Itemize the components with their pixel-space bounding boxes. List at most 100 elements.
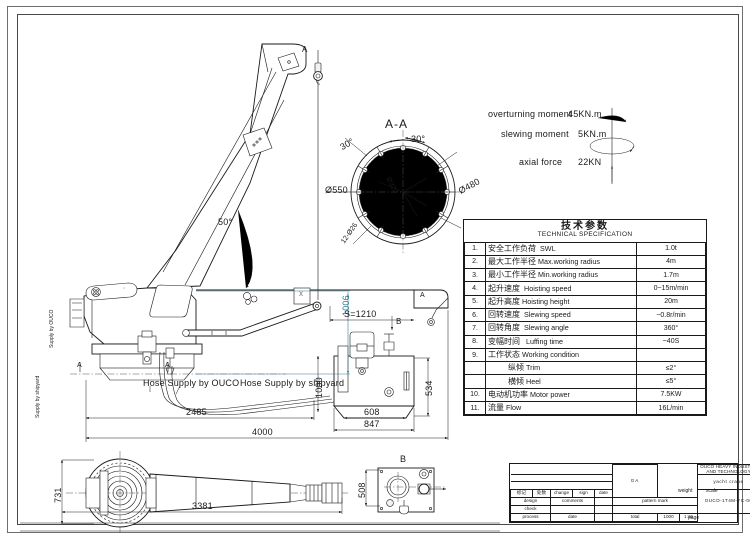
spec-val: 1.0t [636,241,706,256]
drawing-code: OUCO-1T4M-YC-00 [697,488,750,514]
spec-cn: 纵倾 [508,363,524,373]
dim-boom-angle: 50° [218,217,233,227]
spec-val: 360° [636,321,706,336]
spec-no: 2. [464,254,486,270]
view-b-title: B [400,454,407,464]
crane-boom-assembly [146,43,323,300]
spec-no: 9. [464,347,486,363]
sheet-title: GA [612,464,659,498]
spec-cn: 流量 [488,403,504,413]
load-diagram [589,108,635,184]
dim-534: 534 [424,380,434,396]
spec-en: Max.working radius [538,256,600,266]
spec-cn: 电动机功率 [488,389,528,399]
spec-row: 8.变幅时间 Luffing time~40S [464,334,706,349]
spec-cn: 最小工作半径 [488,270,536,280]
page-label: page [688,515,700,521]
spec-en: Slewing speed [524,310,571,320]
spec-title-cn: 技术参数 [561,221,609,232]
spec-no: 3. [464,268,486,283]
marker-a-rest: A [420,292,425,299]
note-supply-shipyard: Supply by shipyard [35,375,41,418]
dim-span-s: S=1210 [344,309,377,319]
dimension-lines-side [85,209,449,442]
flange-od: Ø550 [325,185,348,195]
spec-cn: 回转角度 [488,323,520,333]
rev-h-4: date [593,488,614,498]
hydraulic-hoses [159,351,335,415]
scale-value: 1:16 [679,512,699,523]
dim-508: 508 [357,482,367,498]
marker-a-left: A [77,362,82,369]
marker-x-right: X [299,292,304,298]
note-hose-shipyard: Hose Supply by shipyard [240,378,345,388]
dim-608: 608 [364,407,380,417]
spec-row: 7.回转角度 Slewing angle 360° [464,321,706,336]
load-value-1: 5KN.m [578,129,607,139]
section-aa-title: A-A [385,117,409,131]
spec-en: SWL [540,243,556,253]
note-hose-ouco: Hose Supply by OUCO [143,378,240,388]
spec-val: ≤2° [636,361,706,376]
company-name: OUCO HEAVY INDUSTRY AND TECHNOLOGY [697,463,750,476]
spec-val: 1.7m [636,268,706,283]
spec-cn: 起升速度 [488,283,520,293]
spec-no: 5. [464,294,486,309]
dim-4000: 4000 [252,427,273,437]
rev-h-3: sign [572,488,595,498]
spec-no: 11. [464,401,486,416]
view-b [364,467,446,515]
luffing-cylinder [182,301,322,337]
spec-val: 7.5KW [636,387,706,403]
design-label: design [510,496,551,506]
spec-no: 4. [464,281,486,296]
dim-2485: 2485 [186,407,207,417]
dim-731: 731 [53,487,63,503]
total-label: total [612,512,659,523]
spec-en: Motor power [530,389,570,399]
spec-en: Working condition [522,350,579,360]
spec-cn: 工作状态 [488,350,520,360]
load-value-2: 22KN [578,157,602,167]
rev-h-0: 标记 [510,488,533,498]
spec-no: 1. [464,241,486,256]
spec-row: 纵倾 Trim ≤2° [464,361,706,376]
process-label: process [510,512,551,523]
spec-cn: 回转速度 [488,310,520,320]
weight-label: weight [678,488,693,494]
date-label: date [550,512,595,523]
spec-val: 4m [636,254,706,270]
spec-en: Slewing angle [524,323,569,333]
dim-847: 847 [364,419,380,429]
spec-cn: 横倾 [508,376,524,386]
marker-a-boom-head: A [302,45,308,54]
product-name: yacht crane [697,474,750,490]
spec-val: 16L/min [636,401,706,416]
spec-val: ~40S [636,334,706,349]
power-pack-unit [333,331,415,419]
section-b-marker: B [396,317,402,326]
boom-rest [413,289,449,326]
spec-en: Min.working radius [538,270,598,280]
spec-no [464,374,486,389]
spec-title-en: TECHNICAL SPECIFICATION [537,231,633,238]
spec-row: 横倾 Heel≤5° [464,374,706,389]
spec-en: Hoisting height [522,296,570,306]
spec-en: Trim [526,363,541,373]
spec-cn: 变幅时间 [488,336,520,346]
note-supply-ouco: Supply by OUCO [49,309,55,348]
rev-h-2: change [550,488,573,498]
spec-val: ≤5° [636,374,706,389]
spec-no: 7. [464,321,486,336]
spec-cn: 起升高度 [488,296,520,306]
comments-label: comments [550,496,595,506]
scale-label: scale [706,488,718,494]
load-label-0: overturning moment [488,109,572,119]
dim-3381: 3381 [192,501,213,511]
